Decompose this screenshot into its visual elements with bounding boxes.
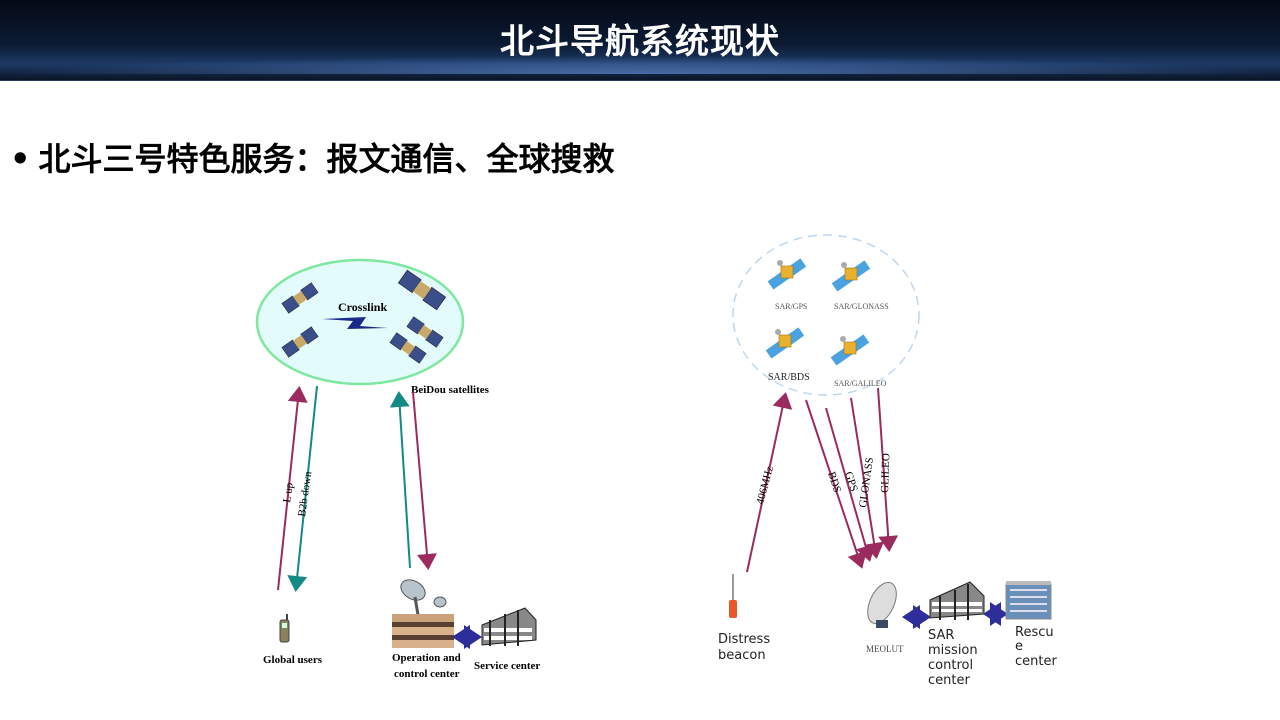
sar-gps-label: SAR/GPS [775,302,807,311]
sar-gps-satellite-icon [767,257,807,291]
sar-galileo-label: SAR/GALILEO [834,379,887,388]
crosslink-icon [322,317,388,329]
sar-label-line2: mission [928,643,978,658]
gps-label: GPS [842,470,860,493]
sar-satellite-group: SAR/GPS SAR/GLONASS SAR/BDS SAR/GALILEO [732,234,920,396]
ground-station-icon [392,579,454,648]
galileo-arrow [877,387,899,552]
beidou-satellites-label: BeiDou satellites [411,384,490,396]
sar-bds-satellite-icon [765,326,805,360]
sar-galileo-satellite-icon [830,333,870,367]
distress-beacon-label-line2: beacon [718,648,766,663]
406mhz-arrow [746,392,793,573]
meolut-label: MEOLUT [866,644,904,654]
galileo-label: GLILEO [879,453,892,493]
operation-label-line2: control center [394,668,460,680]
sar-glonass-label: SAR/GLONASS [834,302,889,311]
rescue-center-building-icon [1005,581,1052,620]
rescue-label-line1: Rescu [1015,625,1054,640]
crosslink-label: Crosslink [338,300,387,314]
service-center-building-icon [481,607,537,646]
global-users-label: Global users [263,654,323,666]
satellite-dish-icon [867,581,897,628]
sar-bds-label: SAR/BDS [768,372,810,383]
sar-mission-control-building-icon [929,581,985,620]
bullet-text: 北斗三号特色服务：报文通信、全球搜救 [38,140,615,178]
sar-label-line1: SAR [928,628,954,643]
rescue-label-line2: e [1015,639,1023,654]
glonass-label: GLONASS [857,457,876,509]
gps-arrow [825,407,876,562]
beidou-satellite-group: Crosslink [255,258,465,386]
sar-label-line4: center [928,673,970,688]
sar-label-line3: control [928,658,973,673]
header-banner: 北斗导航系统现状 [0,0,1280,81]
distress-beacon-label-line1: Distress [718,632,770,647]
bullet-marker: • [10,140,31,178]
rescue-label-line3: center [1015,654,1057,669]
distress-beacon-icon [729,574,737,618]
operation-downlink-arrow [412,391,437,570]
bds-label: BDS [825,470,843,494]
l-up-arrow [277,386,308,591]
operation-label-line1: Operation and [392,652,461,664]
page-title: 北斗导航系统现状 [500,22,780,62]
b2b-down-arrow [287,385,318,592]
l-up-label: L up [281,481,296,503]
glonass-arrow [850,397,884,559]
bds-arrow [805,399,867,569]
service-center-label: Service center [474,660,540,672]
phone-icon [279,614,290,643]
operation-uplink-arrow [389,391,411,569]
b2b-down-label: B2b down [296,470,314,517]
sar-glonass-satellite-icon [831,259,871,293]
bullet-point: •北斗三号特色服务：报文通信、全球搜救 [10,134,614,180]
406mhz-label: 406MHz [754,465,776,506]
